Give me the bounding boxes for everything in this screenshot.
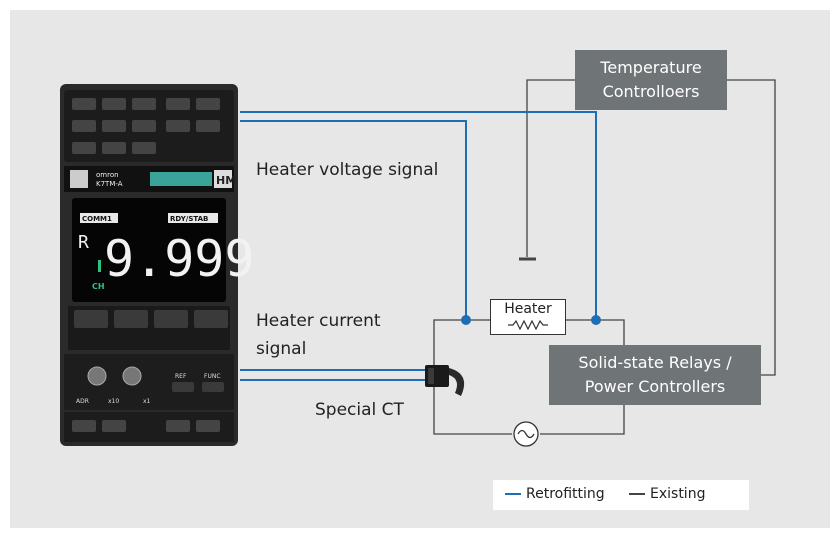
device-func-label: FUNC: [204, 373, 221, 380]
legend-existing: Existing: [629, 486, 705, 502]
device-brand: omron: [96, 171, 119, 179]
device-x1-label: x1: [143, 398, 151, 405]
special-ct-label: Special CT: [315, 400, 404, 420]
voltage-signal-line-left: [240, 120, 467, 320]
device-channel-label: CH: [92, 282, 105, 291]
junction-dot-left: [461, 315, 471, 325]
temperature-controllers-line1: Temperature: [600, 58, 702, 77]
device-comm-label: COMM1: [82, 215, 112, 223]
k7tm-device: [60, 84, 238, 446]
retrofitting-wires: [240, 111, 597, 381]
legend-retrofitting-label: Retrofitting: [526, 486, 605, 502]
ssr-line2: Power Controllers: [584, 377, 726, 396]
legend-existing-label: Existing: [650, 486, 706, 502]
loop-right-bottom-line: [540, 405, 625, 435]
ac-wave: [517, 429, 535, 439]
heater-voltage-label: Heater voltage signal: [256, 160, 439, 180]
legend: Retrofitting Existing: [493, 480, 749, 510]
legend-retrofitting-swatch: [505, 493, 521, 495]
legend-existing-swatch: [629, 493, 645, 495]
special-ct-icon: [425, 365, 465, 396]
ssr-box: Solid-state Relays / Power Controllers: [549, 345, 761, 405]
tc-to-ssr-line: [727, 79, 776, 376]
temperature-controllers-box: Temperature Controlloers: [575, 50, 727, 110]
loop-right-top-line: [566, 319, 625, 345]
resistor-icon: [508, 319, 548, 331]
tc-to-heater-line: [526, 79, 575, 257]
heater-current-label-line2: signal: [256, 339, 307, 359]
ssr-line1: Solid-state Relays /: [578, 353, 732, 372]
device-x10-label: x10: [108, 398, 119, 405]
legend-retrofitting: Retrofitting: [505, 486, 605, 502]
device-model: K7TM-A: [96, 180, 123, 188]
device-adr-label: ADR: [76, 398, 89, 405]
device-ref-label: REF: [175, 373, 187, 380]
device-status-label: RDY/STAB: [170, 215, 208, 223]
heater-box: Heater: [490, 299, 566, 335]
heater-current-label-line1: Heater current: [256, 311, 381, 331]
device-badge: HM: [216, 174, 236, 187]
heater-label: Heater: [504, 301, 552, 317]
temperature-controllers-line2: Controlloers: [602, 82, 700, 101]
voltage-signal-line-right: [240, 111, 597, 320]
device-display-value: 9.999: [104, 230, 255, 288]
junction-dot-right: [591, 315, 601, 325]
device-display-prefix: R: [78, 232, 89, 253]
